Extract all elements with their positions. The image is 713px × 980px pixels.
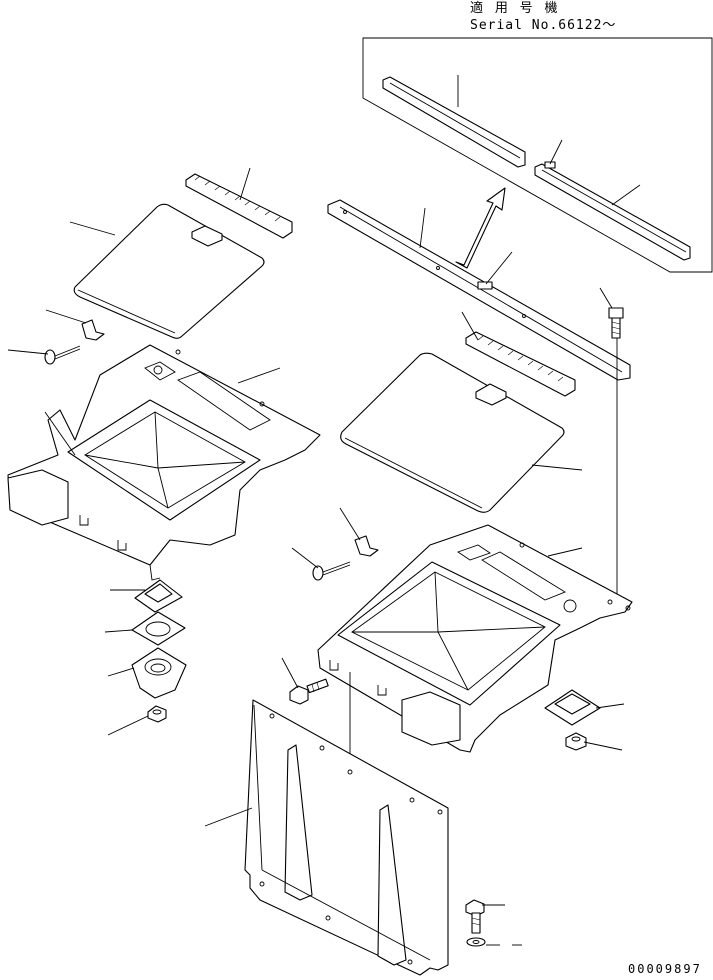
clip-left (81, 319, 105, 341)
upgrade-arrow (455, 187, 506, 269)
washer-bottom (466, 937, 486, 947)
leader-clip-left (45, 309, 87, 324)
serial-number-range: Serial No.66122～ (470, 18, 617, 33)
bottom-panel (244, 699, 449, 976)
rail-upper-right (534, 161, 691, 261)
bolt-mid (289, 678, 329, 705)
bolt-bottom (465, 899, 485, 934)
rail-upper-left (382, 76, 526, 168)
nut-left (147, 705, 167, 723)
leader-nut-right (583, 741, 623, 751)
leader-grille-left (239, 167, 251, 201)
leader-rail-clip (485, 251, 513, 285)
clip-right (354, 535, 379, 557)
tray-left (7, 344, 321, 581)
leader-mount-rubber-left (107, 667, 135, 677)
leader-tray-right (547, 547, 583, 557)
drawing-number: 00009897 (628, 962, 702, 976)
cover-right (340, 352, 565, 513)
leader-mount-plate-left (104, 629, 133, 633)
leader-grille-right (461, 311, 479, 341)
leader-long-rail (419, 207, 426, 249)
long-rail (327, 199, 631, 381)
leader-bolt-upper-right (599, 287, 613, 309)
leader-rail-upper-right-a (549, 139, 563, 165)
mount-cap-left (134, 579, 183, 613)
mount-right (544, 689, 601, 726)
mount-plate-left (131, 611, 186, 646)
bolt-upper-right (608, 307, 624, 339)
screw-left (44, 345, 81, 365)
leader-bottom-panel (204, 807, 253, 827)
applicability-heading: 適 用 号 機 (470, 1, 560, 16)
grille-right (465, 331, 576, 397)
mount-rubber-left (131, 647, 187, 699)
leader-clip-right (339, 507, 361, 541)
leader-bolt-mid (281, 657, 299, 689)
leader-cover-left (69, 221, 116, 236)
leader-cover-right (531, 464, 583, 471)
leader-screw-left (7, 349, 49, 355)
cover-left (73, 203, 265, 339)
leader-rail-upper-right-b (611, 184, 641, 206)
leader-tray-left (237, 367, 281, 384)
leader-screw-right (291, 547, 319, 569)
tray-right (317, 524, 633, 753)
grille-left (185, 173, 293, 239)
nut-right (565, 732, 587, 751)
leader-mount-right (595, 703, 625, 709)
screw-right (312, 561, 351, 581)
serial-range-box (362, 37, 713, 273)
leader-nut-left (107, 715, 149, 736)
